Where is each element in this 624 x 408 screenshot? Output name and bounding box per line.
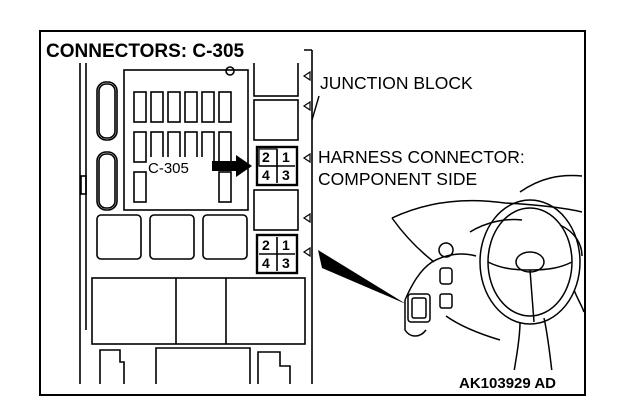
second-pin-1: 1 [282,237,290,253]
figure-code: AK103929 AD [459,375,556,392]
location-wedge [318,250,406,304]
second-pin-3: 3 [282,255,290,271]
c305-pin-1: 1 [282,149,290,165]
c305-pin-2: 2 [262,149,270,165]
junction-block-label: JUNCTION BLOCK [320,73,473,93]
component-side-label: COMPONENT SIDE [318,169,477,189]
connector-c305-face: 2 1 4 3 [255,145,299,187]
junction-block-panel [79,37,313,384]
dashboard-illustration [391,174,585,373]
edge-triangle-markers [302,70,311,258]
c305-pin-4: 4 [262,167,270,183]
second-pin-4: 4 [262,255,270,271]
c305-pin-3: 3 [282,167,290,183]
callout-arrow [147,155,252,177]
harness-connector-label: HARNESS CONNECTOR: [318,147,525,167]
connector-callout-label: C-305 [148,160,189,177]
connector-second-face: 2 4 3 1 [255,233,299,275]
second-pin-2: 2 [262,237,270,253]
page-title: CONNECTORS: C-305 [46,41,245,62]
junction-block-leader [311,95,320,121]
